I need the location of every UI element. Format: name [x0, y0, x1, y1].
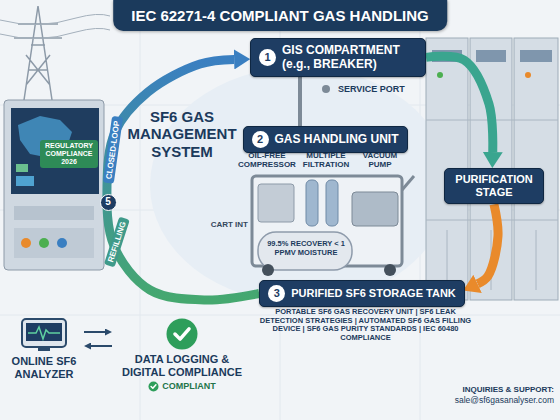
flow-arrow [426, 56, 493, 152]
node-text: GAS HANDLING UNIT [275, 132, 399, 146]
system-heading: SF6 GAS MANAGEMENT SYSTEM [126, 108, 238, 160]
gas-handling-unit-box: 2 GAS HANDLING UNIT [243, 126, 408, 153]
data-arrow [84, 331, 105, 333]
node-text: GIS COMPARTMENT (e.g., BREAKER) [282, 43, 417, 72]
console-button [39, 238, 49, 248]
storage-cylinder [258, 232, 352, 270]
cycle-glow [150, 67, 450, 303]
filter-cylinder [326, 180, 338, 226]
check-icon [166, 318, 198, 350]
contact-email: sale@sf6gasanalyser.com [455, 396, 554, 406]
purification-stage-box: PURIFICATION STAGE [444, 168, 544, 204]
analyzer-trace [28, 327, 60, 339]
filter-cylinder [306, 180, 318, 226]
step-number: 1 [259, 49, 276, 66]
screen-bar [16, 164, 28, 172]
node-text: PURIFIED SF6 STORAGE TANK [291, 287, 456, 300]
console-button [57, 238, 67, 248]
check-mark [175, 329, 189, 339]
gis-compartment-box: 1 GIS COMPARTMENT (e.g., BREAKER) [250, 38, 426, 77]
step-number: 3 [268, 285, 285, 302]
part-label: VACUUM PUMP [356, 151, 404, 169]
step-number: 2 [252, 131, 269, 148]
node-text: DATA LOGGING & DIGITAL COMPLIANCE [112, 353, 252, 379]
status-text: COMPLIANT [162, 381, 216, 392]
flow-arrow [478, 204, 498, 283]
keyword-footer: PORTABLE SF6 GAS RECOVERY UNIT | SF6 LEA… [258, 308, 473, 343]
check-circle [167, 319, 198, 350]
part-label: CART INT [196, 220, 248, 229]
data-arrow [91, 345, 112, 347]
service-port-fitting [322, 85, 330, 93]
console-panel [14, 228, 94, 258]
analyzer-screen [26, 323, 62, 341]
small-check-icon [148, 381, 159, 392]
check-circle [149, 381, 159, 391]
screen-bar [16, 176, 34, 186]
indicator-lamp [525, 72, 531, 78]
power-lines [0, 14, 110, 38]
cabinet-display [476, 50, 506, 62]
gas-hose [298, 77, 302, 126]
analyzer-stand [38, 347, 50, 351]
part-label: OIL-FREE COMPRESSOR [238, 151, 296, 169]
callout-number: 5 [100, 194, 117, 211]
check-mark [151, 385, 156, 389]
cart-wheel [262, 264, 274, 276]
indicator-lamp [437, 72, 443, 78]
compressor [258, 184, 294, 222]
transmission-tower [14, 6, 62, 100]
node-text: ONLINE SF6 ANALYZER [4, 355, 84, 381]
analyzer-icon [21, 318, 67, 352]
control-console [4, 100, 104, 270]
console-keyboard [14, 206, 94, 220]
part-label: MULTIPLE FILTRATION [300, 151, 352, 169]
analyzer-device: ONLINE SF6 ANALYZER [4, 318, 84, 381]
vacuum-pump [352, 192, 398, 226]
analyzer-case [22, 319, 66, 347]
compliance-check: DATA LOGGING & DIGITAL COMPLIANCE COMPLIA… [112, 318, 252, 393]
cart-handle [402, 176, 414, 190]
storage-tank-box: 3 PURIFIED SF6 STORAGE TANK [259, 280, 465, 307]
contact-heading: INQUIRIES & SUPPORT: [462, 385, 554, 394]
part-label: SERVICE PORT [338, 84, 422, 94]
console-button [21, 238, 31, 248]
spec-text: 99.5% RECOVERY < 1 PPMV MOISTURE [262, 240, 350, 257]
node-text: PURIFICATION STAGE [453, 173, 535, 199]
cart-wheel [384, 264, 396, 276]
console-screen [11, 108, 99, 194]
cabinet-display [520, 50, 552, 62]
compliance-badge: REGULATORY COMPLIANCE 2026 [40, 140, 98, 168]
flow-arrow [107, 59, 259, 300]
title-banner: IEC 62271-4 COMPLIANT GAS HANDLING [113, 0, 447, 31]
